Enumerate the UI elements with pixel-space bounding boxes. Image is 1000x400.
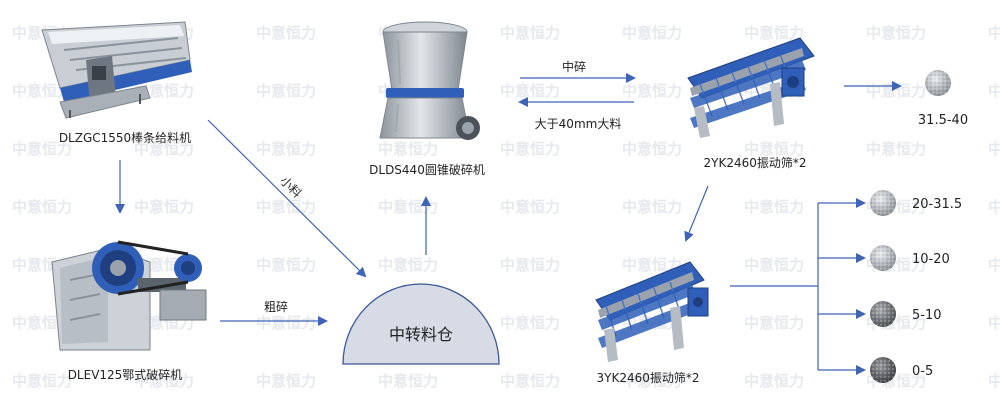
rock-icon (870, 245, 896, 271)
watermark-text: 中意恒力 (378, 198, 438, 216)
watermark-text: 中意恒力 (622, 256, 682, 274)
watermark-text: 中意恒力 (744, 140, 804, 158)
watermark-text: 中意恒力 (500, 198, 560, 216)
vibrating-screen-icon (687, 37, 815, 138)
screen2-label: 3YK2460振动筛*2 (596, 370, 699, 385)
watermark-text: 中意恒力 (134, 140, 194, 158)
flow-coarse-label: 粗碎 (264, 299, 288, 314)
flow-arrows (115, 73, 902, 375)
rock-icon (925, 70, 951, 96)
watermark-text: 中意恒力 (256, 314, 316, 332)
screen1-label: 2YK2460振动筛*2 (703, 155, 806, 170)
watermark-text: 中意恒力 (256, 24, 316, 42)
watermark-text: 中意恒力 (378, 140, 438, 158)
cone-label: DLDS440圆锥破碎机 (369, 162, 485, 177)
watermark-text: 中意恒力 (500, 24, 560, 42)
watermark-text: 中意恒力 (134, 198, 194, 216)
watermark-text: 中意恒力 (866, 82, 926, 100)
arrow-screen1-to-screen2 (684, 185, 709, 242)
product-label: 0-5 (912, 364, 933, 379)
watermark-text: 中意恒力 (622, 140, 682, 158)
watermark-text: 中意恒力 (744, 372, 804, 390)
product-label: 31.5-40 (918, 113, 968, 128)
watermark-text: 中意恒力 (378, 372, 438, 390)
product-label: 20-31.5 (912, 197, 962, 212)
watermark-text: 中意恒力 (744, 198, 804, 216)
watermark-text: 中意恒力 (500, 82, 560, 100)
product-label: 10-20 (912, 252, 950, 267)
watermark-text: 中意恒力 (744, 314, 804, 332)
watermark-text: 中意恒力 (622, 24, 682, 42)
watermark-text: 中意恒力 (744, 256, 804, 274)
jaw-crusher-icon (51, 240, 207, 351)
watermark-text: 中意恒力 (500, 140, 560, 158)
watermark-text: 中意恒力 (988, 140, 1000, 158)
flow-small-label: 小料 (277, 174, 304, 201)
product-rocks (870, 70, 951, 383)
watermark-text: 中意恒力 (12, 198, 72, 216)
transfer-bin: 中转料仓 (342, 283, 500, 365)
rock-icon (870, 301, 896, 327)
flow-return-label: 大于40mm大料 (535, 117, 622, 131)
watermark-text: 中意恒力 (12, 140, 72, 158)
watermark-text: 中意恒力 (12, 372, 72, 390)
product-label: 5-10 (912, 308, 942, 323)
watermark-text: 中意恒力 (500, 256, 560, 274)
cone-crusher-icon (379, 21, 480, 140)
watermark-text: 中意恒力 (866, 24, 926, 42)
watermark-text: 中意恒力 (622, 198, 682, 216)
watermark-text: 中意恒力 (500, 314, 560, 332)
watermark-text: 中意恒力 (500, 372, 560, 390)
watermark-text: 中意恒力 (988, 198, 1000, 216)
vibrating-feeder-icon (41, 21, 192, 119)
vibrating-screen-icon (595, 261, 709, 362)
rock-icon (870, 357, 896, 383)
watermark-text: 中意恒力 (134, 372, 194, 390)
arrow-feeder-to-bin (207, 119, 367, 278)
watermark-text: 中意恒力 (256, 140, 316, 158)
watermark-text: 中意恒力 (256, 198, 316, 216)
feeder-label: DLZGC1550棒条给料机 (59, 131, 191, 145)
watermark-text: 中意恒力 (256, 82, 316, 100)
watermark-text: 中意恒力 (256, 256, 316, 274)
bin-label: 中转料仓 (389, 325, 453, 344)
watermark-text: 中意恒力 (378, 256, 438, 274)
watermark-text: 中意恒力 (622, 372, 682, 390)
watermark-text: 中意恒力 (988, 256, 1000, 274)
watermark-text: 中意恒力 (988, 314, 1000, 332)
rock-icon (870, 190, 896, 216)
jaw-label: DLEV125鄂式破碎机 (68, 367, 183, 382)
watermark-text: 中意恒力 (12, 82, 72, 100)
watermark-text: 中意恒力 (988, 372, 1000, 390)
watermark-text: 中意恒力 (988, 82, 1000, 100)
watermark-text: 中意恒力 (988, 24, 1000, 42)
watermark-text: 中意恒力 (256, 372, 316, 390)
watermark-text: 中意恒力 (866, 140, 926, 158)
watermark-text: 中意恒力 (622, 82, 682, 100)
flow-medium-label: 中碎 (562, 59, 586, 74)
watermark-text: 中意恒力 (744, 24, 804, 42)
